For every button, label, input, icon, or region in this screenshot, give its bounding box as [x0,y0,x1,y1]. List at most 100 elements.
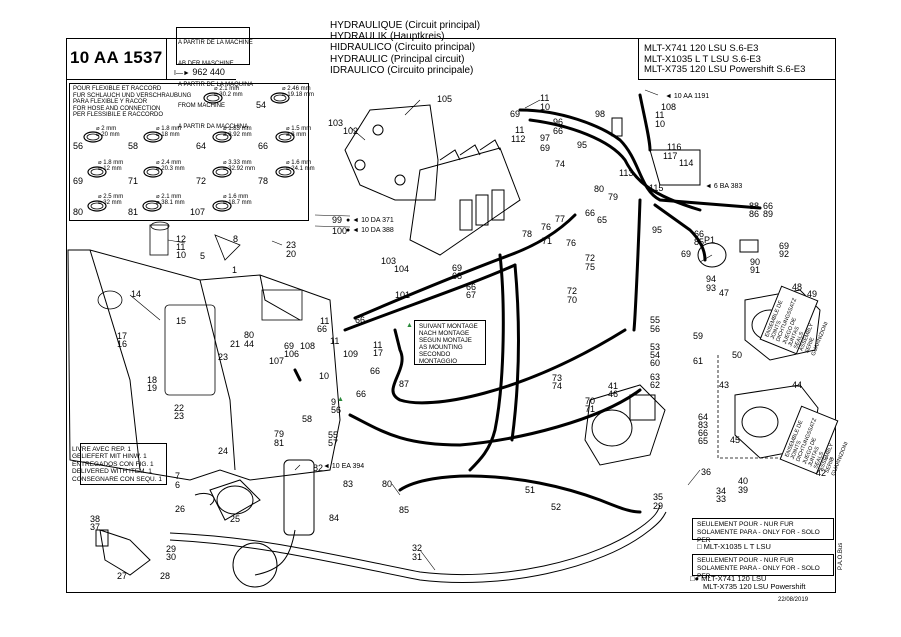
part-number-label: 114 [679,158,694,168]
part-number-label: 5 [200,251,206,261]
part-number-label: 38 [90,514,101,524]
hose-spec-69: ⌀ 1.8 mm⌀ 12 mm [98,160,124,172]
hose-ref-56: 56 [73,141,84,151]
ref-10AA1191: ◄ 10 AA 1191 [665,93,710,100]
part-number-label: 69 [510,109,521,119]
title-en: HYDRAULIC (Principal circuit) [330,53,465,65]
machine-from-box [176,27,250,65]
hose-spec-81: ⌀ 2.1 mm⌀ 38.1 mm [156,194,185,206]
arrow-icon: ● ◄ [346,227,360,234]
part-number-label: 23 [174,411,185,421]
hose-ref-54: 54 [256,100,267,110]
arrow-icon: ● ◄ [346,217,360,224]
diagram-reference: 10 AA 1537 [70,48,163,67]
part-number-label: 44 [792,380,803,390]
hose-spec-top: ⌀ 2.1 mm⌀ 30.2 mm [214,86,243,98]
hose-ref-80: 80 [73,207,84,217]
triangle-icon: ▲ [406,322,413,329]
part-number-label: 66 [763,201,774,211]
header-divider-right [638,79,836,80]
part-number-label: 41 [608,381,619,391]
diagram-titles: HYDRAULIQUE (Circuit principal) HYDRAULI… [330,20,480,76]
hose-legend-heading: POUR FLEXIBLE ET RACCORD FUR SCHLAUCH UN… [73,86,192,118]
part-number-label: 16 [117,339,128,349]
hose-ref-107: 107 [190,207,206,217]
part-number-label: 58 [302,414,313,424]
part-number-label: 60 [650,358,661,368]
part-number-label: 11 [515,125,525,135]
part-number-label: 95 [577,140,588,150]
part-number-label: 66 [317,324,328,334]
title-it: IDRAULICO (Circuito principale) [330,64,474,76]
ref-10DA388: ● ◄ 10 DA 388 [346,227,394,234]
hose-spec-80: ⌀ 2.5 mm⌀ 32 mm [98,194,124,206]
part-number-label: 29 [166,544,177,554]
part-number-label: 37 [90,522,101,532]
part-number-label: 106 [284,349,300,359]
part-number-label: 23 [218,352,229,362]
part-number-label: 66 [698,428,709,438]
author-code: P.A.O.Bus [838,542,844,570]
part-number-label: 10 [540,102,551,112]
part-number-label: 9 [331,397,337,407]
title-de: HYDRAULIK (Hauptkreis) [330,31,445,43]
part-number-label: 69 [284,341,295,351]
part-number-label: 80 [594,184,605,194]
part-number-label: 35 [653,492,664,502]
hose-spec-64: ⌀ 1.83 mm⌀ 8.92 mm [223,126,252,138]
hose-legend: POUR FLEXIBLE ET RACCORD FUR SCHLAUCH UN… [69,83,309,221]
part-number-label: 11 [655,110,665,120]
part-number-label: 66 [370,366,381,376]
part-number-label: 54 [650,350,661,360]
part-number-label: 84 [329,513,340,523]
hose-ref-64: 64 [196,141,207,151]
part-number-label: 22 [174,403,185,413]
part-number-label: 92 [779,249,790,259]
part-number-label: 11 [176,242,186,252]
part-number-label: 25 [230,514,241,524]
part-number-label: 85 [399,505,410,515]
part-number-label: 96 [553,117,564,127]
part-number-label: 94 [706,274,717,284]
hose-spec-58: ⌀ 1.8 mm⌀ 18 mm [156,126,182,138]
part-number-label: 87 [399,379,410,389]
part-number-label: 11 [320,316,330,326]
part-number-label: 64 [698,412,709,422]
part-number-label: 74 [552,381,563,391]
part-number-label: 86 [749,209,760,219]
part-number-label: 10 [655,119,666,129]
title-es: HIDRAULICO (Circuito principal) [330,42,476,54]
part-number-label: 11 [330,336,340,346]
part-number-label: 15 [176,316,187,326]
part-number-label: 76 [541,222,552,232]
part-number-label: 65 [597,215,608,225]
part-number-label: 98 [595,109,606,119]
part-number-label: 77 [555,214,566,224]
hose-ref-72: 72 [196,176,207,186]
part-number-label: 42 [816,468,827,478]
part-number-label: 104 [394,264,410,274]
part-number-label: 73 [552,373,563,383]
part-number-label: 47 [719,288,730,298]
part-number-label: 69 [779,241,790,251]
part-number-label: 44 [244,339,255,349]
part-number-label: 113 [619,168,634,178]
part-number-label: 46 [608,389,619,399]
hose-ref-66: 66 [258,141,269,151]
part-number-label: 66 [356,389,367,399]
part-number-label: 103 [328,118,344,128]
part-number-label: 53 [650,342,661,352]
hose-spec-66: ⌀ 1.5 mm⌀ 8 mm [286,126,312,138]
hose-spec-72: ⌀ 3.33 mm⌀ 32.92 mm [223,160,255,172]
part-number-label: 59 [693,331,704,341]
hose-ref-81: 81 [128,207,139,217]
part-number-label: 83 [343,479,354,489]
part-number-label: 10 [319,371,330,381]
part-number-label: 28 [160,571,171,581]
part-number-label: 72 [567,286,578,296]
part-number-label: 85 [694,237,705,247]
part-number-label: 31 [412,552,423,562]
